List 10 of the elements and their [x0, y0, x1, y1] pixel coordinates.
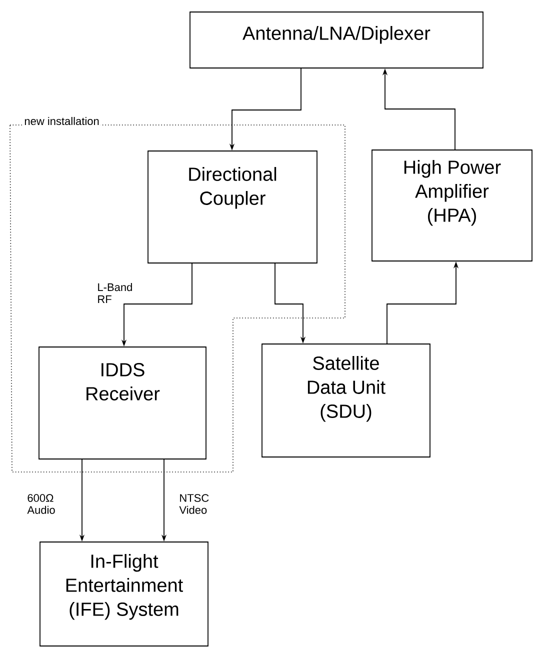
edge-label: NTSC Video [179, 494, 209, 514]
process-box: Directional Coupler [148, 150, 318, 264]
process-box: High Power Amplifier (HPA) [372, 150, 532, 262]
process-box: Satellite Data Unit (SDU) [262, 344, 430, 458]
edge-label: 600Ω Audio [27, 494, 55, 514]
process-box: Antenna/LNA/Diplexer [190, 12, 484, 68]
process-box: IDDS Receiver [38, 346, 206, 460]
node-label: new installation [24, 116, 99, 126]
edge-label: L-Band RF [98, 283, 132, 303]
process-box: In-Flight Entertainment (IFE) System [40, 542, 208, 646]
